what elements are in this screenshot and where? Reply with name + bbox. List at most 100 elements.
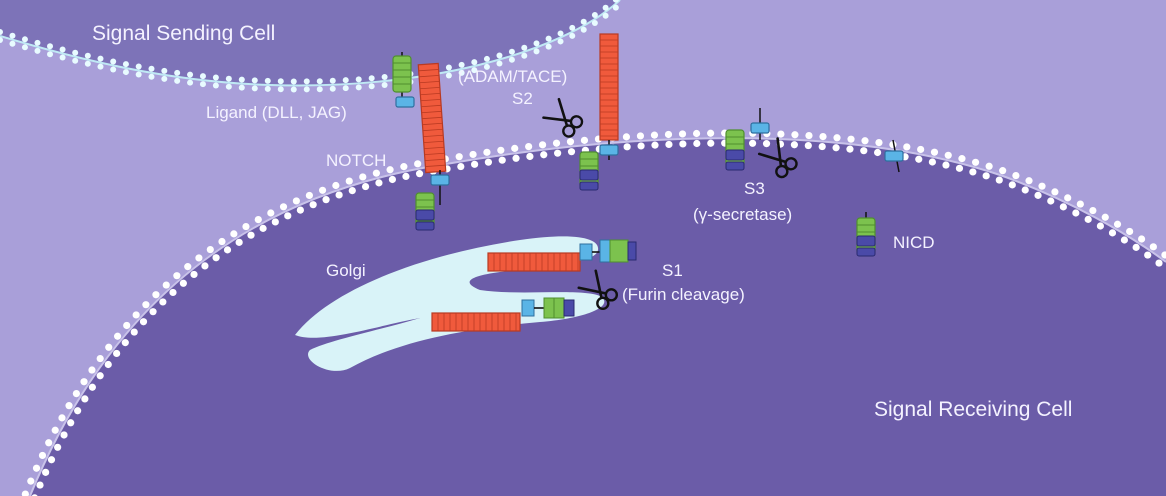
membrane-bead bbox=[833, 134, 841, 142]
membrane-bead bbox=[749, 139, 757, 147]
membrane-bead bbox=[121, 339, 129, 347]
membrane-bead bbox=[264, 77, 271, 84]
membrane-bead bbox=[1084, 215, 1092, 223]
membrane-bead bbox=[296, 206, 304, 214]
membrane-bead bbox=[1120, 236, 1129, 244]
membrane-bead bbox=[540, 151, 548, 159]
membrane-bead bbox=[84, 60, 91, 67]
membrane-bead bbox=[148, 65, 155, 72]
membrane-bead bbox=[149, 308, 157, 316]
membrane-bead bbox=[32, 464, 41, 472]
membrane-bead bbox=[47, 456, 56, 464]
notch-ecd bbox=[431, 312, 521, 332]
membrane-bead bbox=[21, 44, 28, 51]
ligand-label: Ligand (DLL, JAG) bbox=[206, 103, 347, 122]
membrane-bead bbox=[161, 67, 168, 74]
membrane-bead bbox=[47, 43, 54, 50]
membrane-bead bbox=[414, 160, 422, 168]
nicd-label: NICD bbox=[893, 233, 935, 252]
membrane-bead bbox=[97, 55, 104, 62]
membrane-bead bbox=[122, 61, 129, 68]
membrane-bead bbox=[322, 196, 330, 204]
membrane-bead bbox=[96, 354, 104, 363]
membrane-bead bbox=[1025, 177, 1033, 185]
membrane-bead bbox=[84, 52, 91, 59]
membrane-bead bbox=[591, 20, 598, 27]
membrane-bead bbox=[791, 131, 799, 139]
membrane-bead bbox=[1089, 206, 1097, 215]
furin-cleavage-label: (Furin cleavage) bbox=[622, 285, 745, 304]
membrane-bead bbox=[271, 218, 279, 226]
membrane-bead bbox=[132, 311, 140, 319]
membrane-bead bbox=[1047, 197, 1055, 205]
membrane-bead bbox=[832, 144, 840, 152]
notch-receptor-s3 bbox=[725, 108, 770, 171]
membrane-bead bbox=[187, 71, 194, 78]
ligand-protein bbox=[392, 52, 415, 108]
membrane-bead bbox=[368, 75, 375, 82]
membrane-bead bbox=[445, 64, 452, 71]
membrane-bead bbox=[458, 61, 465, 68]
membrane-bead bbox=[804, 141, 812, 150]
membrane-bead bbox=[650, 131, 659, 139]
membrane-bead bbox=[545, 35, 552, 42]
membrane-bead bbox=[1132, 243, 1140, 251]
membrane-bead bbox=[242, 222, 250, 231]
membrane-bead bbox=[566, 138, 575, 146]
membrane-bead bbox=[284, 212, 292, 220]
membrane-bead bbox=[1113, 220, 1122, 228]
gamma-secretase-label: (γ-secretase) bbox=[693, 205, 792, 224]
membrane-bead bbox=[187, 79, 194, 86]
membrane-bead bbox=[1155, 259, 1163, 267]
membrane-bead bbox=[305, 191, 313, 200]
membrane-bead bbox=[169, 288, 177, 297]
membrane-bead bbox=[873, 148, 882, 157]
membrane-bead bbox=[316, 78, 323, 85]
golgi-notch-lower bbox=[431, 297, 575, 332]
membrane-bead bbox=[402, 172, 410, 181]
membrane-bead bbox=[74, 407, 82, 415]
membrane-bead bbox=[372, 169, 380, 177]
membrane-bead bbox=[483, 55, 490, 62]
membrane-bead bbox=[875, 138, 883, 147]
membrane-bead bbox=[469, 150, 477, 159]
membrane-bead bbox=[538, 141, 547, 149]
membrane-bead bbox=[860, 147, 868, 155]
membrane-bead bbox=[819, 132, 827, 141]
membrane-bead bbox=[113, 332, 122, 340]
membrane-bead bbox=[1021, 186, 1029, 194]
membrane-bead bbox=[944, 151, 952, 159]
membrane-bead bbox=[96, 372, 104, 380]
membrane-bead bbox=[27, 477, 35, 485]
membrane-bead bbox=[251, 77, 258, 84]
membrane-bead bbox=[0, 29, 3, 35]
membrane-bead bbox=[58, 414, 66, 422]
membrane-bead bbox=[329, 85, 336, 92]
membrane-bead bbox=[602, 4, 609, 11]
membrane-bead bbox=[665, 140, 673, 149]
membrane-bead bbox=[790, 141, 798, 149]
membrane-bead bbox=[0, 37, 3, 43]
membrane-bead bbox=[218, 237, 226, 246]
membrane-bead bbox=[693, 139, 701, 148]
membrane-bead bbox=[238, 76, 245, 83]
membrane-bead bbox=[47, 51, 54, 58]
membrane-bead bbox=[557, 38, 564, 45]
membrane-bead bbox=[130, 328, 138, 336]
s1-label: S1 bbox=[662, 261, 683, 280]
membrane-bead bbox=[930, 148, 939, 156]
membrane-bead bbox=[105, 343, 113, 351]
membrane-bead bbox=[335, 191, 343, 199]
membrane-bead bbox=[316, 86, 323, 93]
membrane-bead bbox=[368, 83, 375, 90]
membrane-bead bbox=[223, 246, 232, 254]
membrane-bead bbox=[471, 67, 478, 74]
membrane-bead bbox=[88, 366, 96, 374]
membrane-bead bbox=[525, 142, 533, 151]
membrane-bead bbox=[72, 389, 80, 398]
membrane-bead bbox=[359, 173, 367, 181]
membrane-bead bbox=[415, 170, 424, 178]
membrane-bead bbox=[847, 135, 855, 143]
membrane-bead bbox=[498, 156, 506, 164]
membrane-bead bbox=[254, 216, 262, 224]
